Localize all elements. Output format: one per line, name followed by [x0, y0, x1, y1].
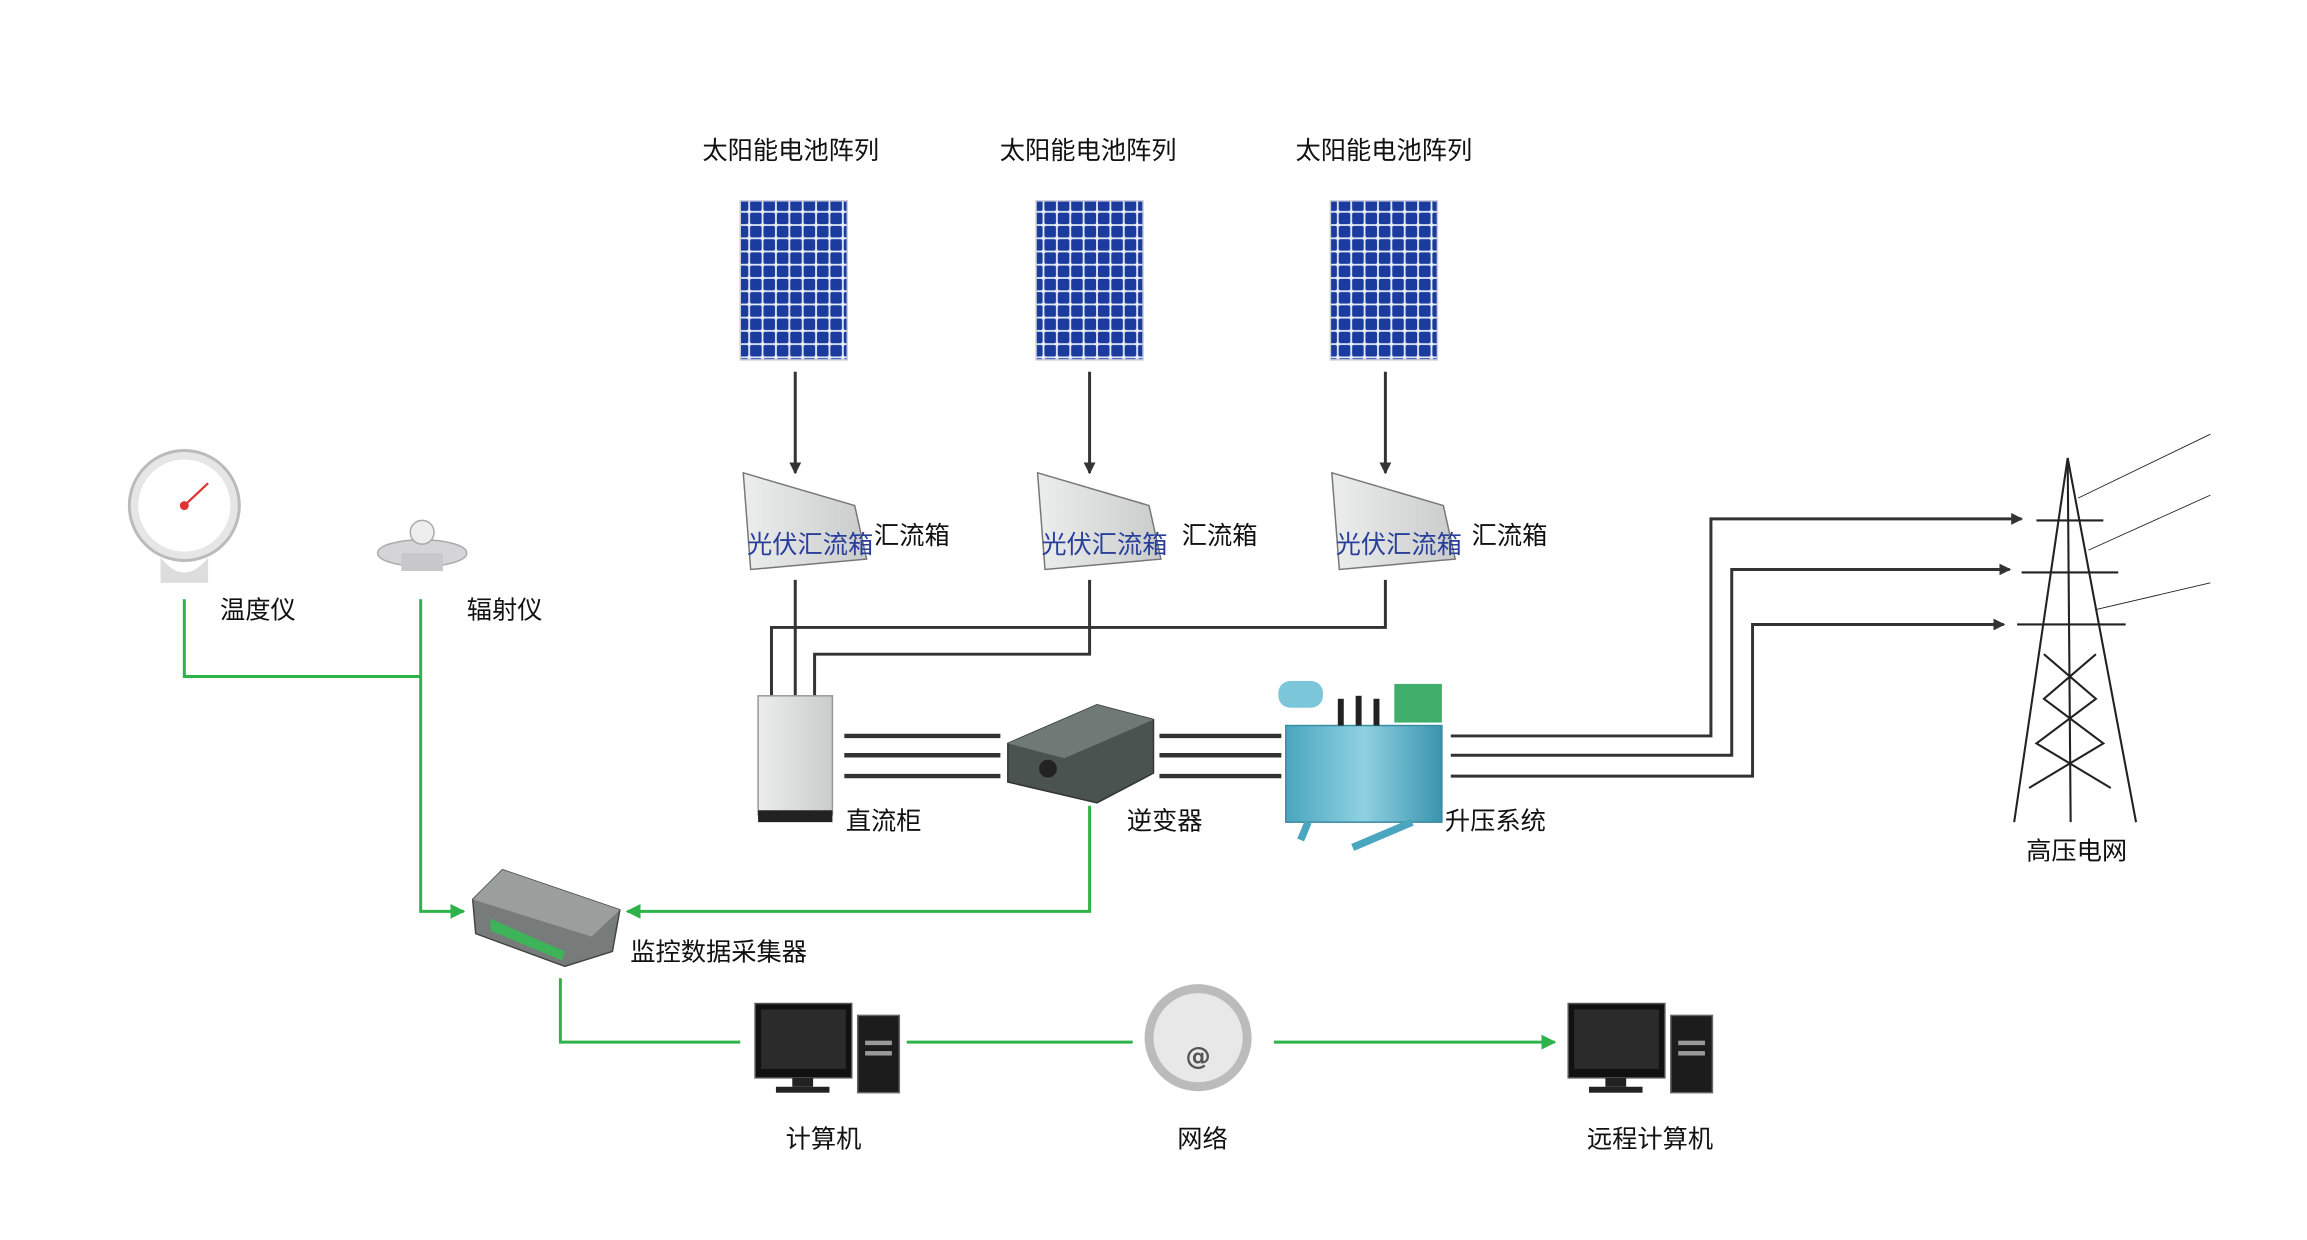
thermometer-label: 温度仪 — [220, 596, 296, 625]
inverter: 逆变器 — [1007, 703, 1203, 836]
solar-array-1: 太阳能电池阵列 — [702, 136, 879, 361]
data-collector-label: 监控数据采集器 — [630, 937, 807, 966]
power-wiring — [769, 371, 2024, 779]
combiner-box-2: 光伏汇流箱 汇流箱 — [1036, 471, 1258, 571]
combiner-box-icon — [742, 471, 868, 571]
solar-panel-icon — [1035, 200, 1144, 361]
remote-computer-label: 远程计算机 — [1587, 1125, 1713, 1154]
solar-array-label: 太阳能电池阵列 — [702, 136, 879, 165]
data-collector-icon — [471, 868, 621, 968]
combiner-box-icon — [1036, 471, 1162, 571]
at-sign-icon: @ — [1144, 984, 1252, 1092]
combiner-box-3: 光伏汇流箱 汇流箱 — [1331, 471, 1548, 571]
solar-array-label: 太阳能电池阵列 — [1000, 136, 1177, 165]
dc-cabinet: 直流柜 — [757, 695, 922, 836]
solar-array-label: 太阳能电池阵列 — [1296, 136, 1473, 165]
transformer-label: 升压系统 — [1445, 807, 1546, 836]
combiner-plate: 光伏汇流箱 — [1336, 530, 1462, 559]
solar-panel-icon — [1329, 200, 1439, 361]
combiner-box-1: 光伏汇流箱 汇流箱 — [742, 471, 950, 571]
radiometer-icon — [376, 519, 468, 571]
signal-wiring — [182, 599, 1557, 1050]
dc-cabinet-label: 直流柜 — [846, 807, 922, 836]
computer[interactable]: 计算机 — [754, 1002, 901, 1154]
radiometer-label: 辐射仪 — [467, 596, 543, 625]
dc-cabinet-icon — [757, 695, 834, 816]
combiner-box-label: 汇流箱 — [1182, 521, 1258, 550]
remote-computer[interactable]: 远程计算机 — [1567, 1002, 1714, 1154]
thermometer-icon — [127, 449, 241, 583]
network: @ 网络 — [1144, 984, 1252, 1154]
combiner-plate: 光伏汇流箱 — [747, 530, 873, 559]
combiner-box-label: 汇流箱 — [874, 521, 950, 550]
solar-array-2: 太阳能电池阵列 — [1000, 136, 1177, 361]
solar-array-3: 太阳能电池阵列 — [1296, 136, 1473, 361]
high-voltage-grid: 高压电网 — [2013, 433, 2211, 865]
combiner-plate: 光伏汇流箱 — [1041, 530, 1167, 559]
computer-label: 计算机 — [786, 1125, 862, 1154]
transformer-icon — [1285, 724, 1443, 823]
svg-text:@: @ — [1185, 1041, 1210, 1070]
solar-panel-icon — [739, 200, 849, 361]
combiner-box-icon — [1331, 471, 1457, 571]
radiometer: 辐射仪 — [376, 519, 543, 625]
combiner-box-label: 汇流箱 — [1472, 521, 1548, 550]
grid-label: 高压电网 — [2026, 836, 2127, 865]
thermometer: 温度仪 — [127, 449, 296, 625]
network-label: 网络 — [1177, 1125, 1228, 1154]
computer-icon — [1567, 1002, 1714, 1094]
transformer: 升压系统 — [1278, 680, 1546, 851]
computer-icon — [754, 1002, 901, 1094]
inverter-label: 逆变器 — [1127, 807, 1203, 836]
data-collector: 监控数据采集器 — [471, 868, 807, 968]
transmission-tower-icon — [2013, 433, 2211, 823]
